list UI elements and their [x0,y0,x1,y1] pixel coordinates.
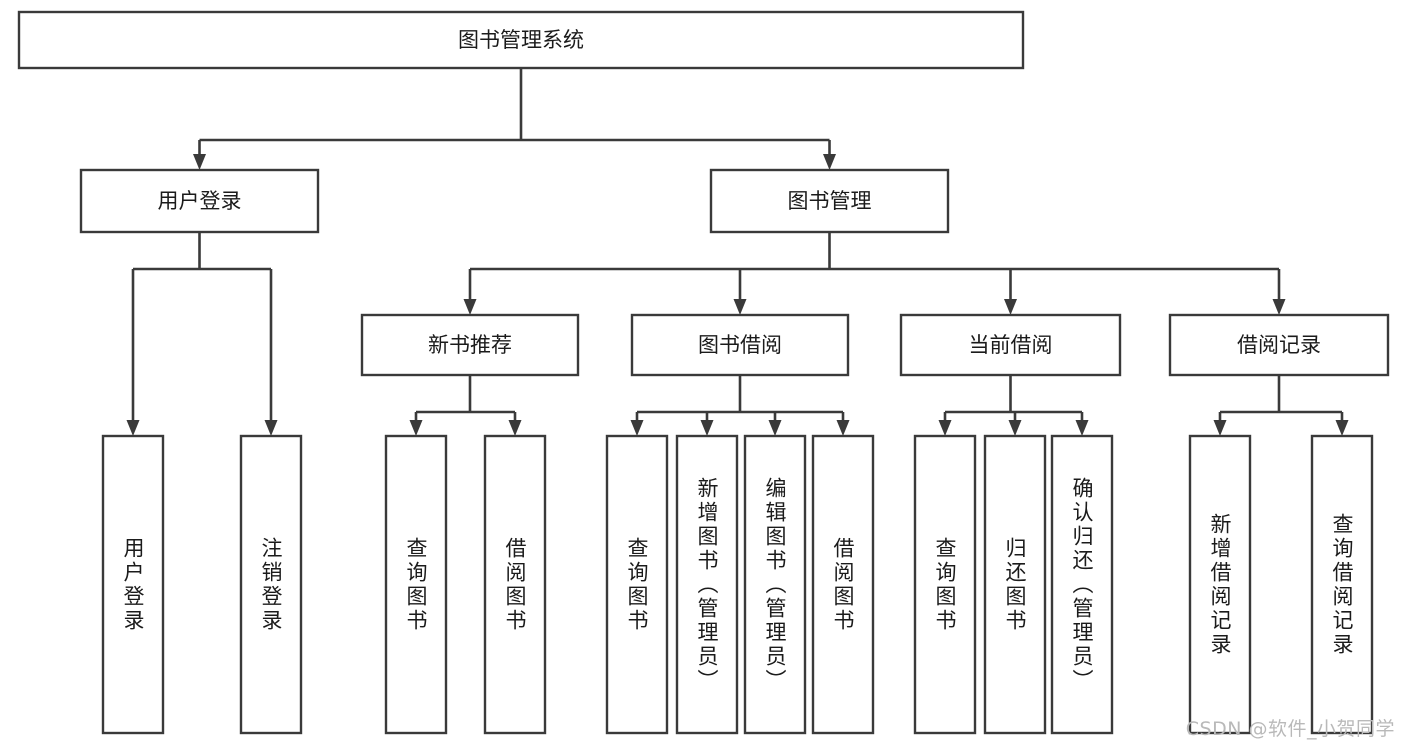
arrow-head-icon [938,420,952,436]
arrow-head-icon [630,420,644,436]
arrow-head-icon [409,420,423,436]
node-label-current-borrow: 当前借阅 [969,333,1053,357]
node-box-leaf-edit-book [743,434,807,735]
arrow-head-icon [193,154,206,170]
node-box-layer [17,10,1390,735]
node-box-leaf-borrow-book-2 [811,434,875,735]
arrow-head-icon [1008,420,1022,436]
arrow-head-icon [1075,420,1089,436]
node-box-root [17,10,1025,70]
node-label-book-borrow: 图书借阅 [698,333,782,357]
node-label-borrow-record: 借阅记录 [1237,333,1321,357]
node-label-root: 图书管理系统 [458,28,584,52]
node-box-leaf-query-book-3 [913,434,977,735]
node-box-leaf-query-book-1 [384,434,448,735]
node-box-user-login [79,168,320,234]
node-box-leaf-user-login [101,434,165,735]
node-box-leaf-add-record [1188,434,1252,735]
arrow-head-icon [508,420,522,436]
arrow-head-icon [463,299,477,315]
arrow-head-icon [1004,299,1017,315]
arrow-head-icon [1335,420,1349,436]
node-label-book-manage: 图书管理 [788,189,872,213]
node-box-borrow-record [1168,313,1390,377]
arrow-head-icon [700,420,714,436]
node-label-new-book-recommend: 新书推荐 [428,333,512,357]
node-box-leaf-query-book-2 [605,434,669,735]
arrow-head-icon [264,420,278,436]
node-box-leaf-return-book [983,434,1047,735]
node-label-user-login: 用户登录 [158,189,242,213]
node-box-leaf-borrow-book-1 [483,434,547,735]
node-box-current-borrow [899,313,1122,377]
node-box-leaf-logout [239,434,303,735]
arrow-head-icon [823,154,836,170]
node-box-leaf-query-record [1310,434,1374,735]
node-box-leaf-add-book [675,434,739,735]
node-box-book-borrow [630,313,850,377]
arrow-head-icon [126,420,140,436]
arrow-head-icon [768,420,782,436]
node-box-book-manage [709,168,950,234]
arrow-head-icon [1272,299,1286,315]
csdn-watermark: CSDN @软件_小贺同学 [1185,718,1395,740]
connector-layer [126,68,1349,436]
arrow-head-icon [836,420,850,436]
arrow-head-icon [733,299,747,315]
node-box-new-book-recommend [360,313,580,377]
node-box-leaf-confirm-return [1050,434,1114,735]
arrow-head-icon [1213,420,1227,436]
